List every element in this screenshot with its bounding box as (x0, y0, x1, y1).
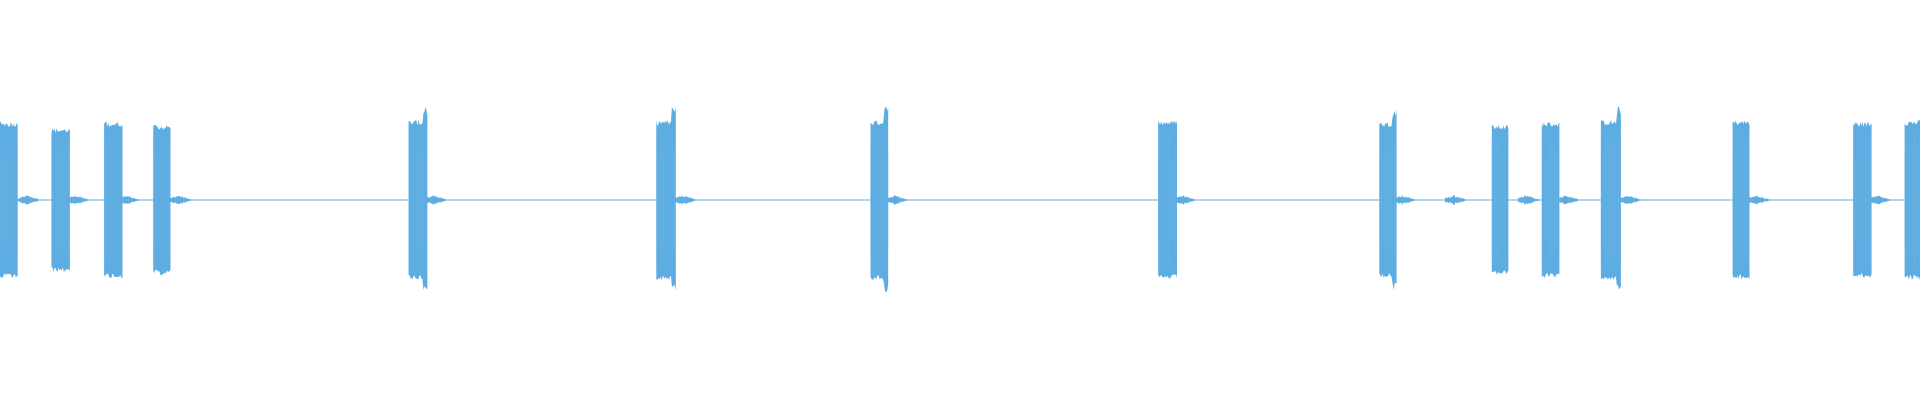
waveform-burst-texture (1732, 129, 1748, 271)
waveform-blip (1444, 195, 1468, 205)
waveform-burst (1491, 124, 1509, 275)
waveform-burst (1379, 109, 1397, 291)
waveform-blip (170, 196, 194, 204)
waveform-burst (1158, 120, 1177, 280)
waveform-burst (1600, 106, 1621, 290)
waveform-burst (870, 106, 889, 293)
waveform-burst-texture (1904, 131, 1920, 269)
waveform-burst (408, 107, 428, 290)
waveform-burst-texture (1157, 131, 1176, 269)
waveform-burst-texture (1379, 132, 1395, 268)
waveform-burst (1853, 122, 1872, 278)
waveform-burst (51, 128, 70, 272)
waveform-blip (18, 195, 42, 205)
waveform-noise-floor (18, 195, 1893, 205)
waveform-bursts (0, 106, 1920, 293)
waveform-burst (1904, 120, 1920, 280)
waveform-burst-texture (103, 131, 122, 269)
waveform-burst-texture (1852, 131, 1871, 269)
waveform-burst (656, 107, 676, 291)
waveform-burst-texture (870, 134, 889, 266)
waveform-burst-texture (408, 128, 427, 272)
waveform-burst (0, 120, 18, 278)
waveform-burst-texture (1600, 128, 1619, 272)
waveform-burst (153, 125, 171, 276)
waveform-burst (1541, 122, 1560, 278)
waveform-burst (104, 120, 123, 279)
waveform-burst-texture (1491, 133, 1508, 267)
waveform-burst-texture (152, 136, 169, 264)
waveform-burst-texture (1541, 129, 1560, 271)
waveform-burst-texture (51, 136, 70, 264)
waveform-blip (1517, 195, 1541, 205)
waveform-burst (1732, 120, 1750, 280)
waveform-burst-texture (656, 130, 675, 270)
waveform-burst-texture (0, 136, 18, 264)
